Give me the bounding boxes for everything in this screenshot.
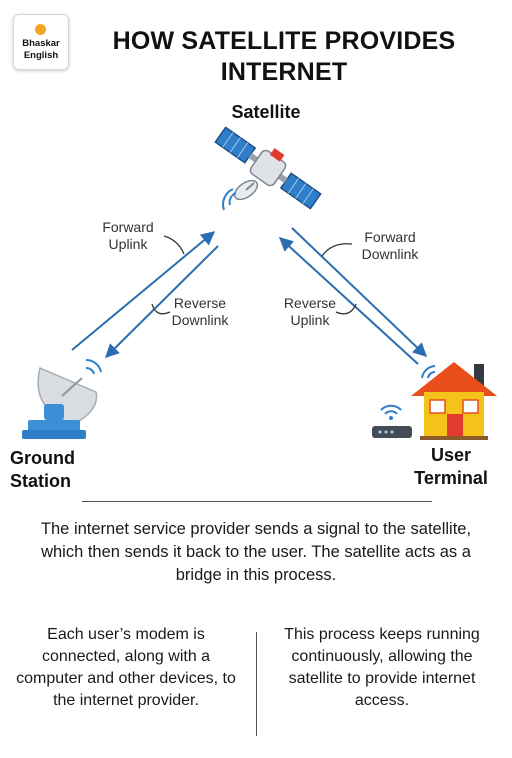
forward-uplink-callout [163,235,185,255]
diagram-illustration [22,126,497,440]
reverse-downlink-callout [151,303,171,315]
forward-downlink-arrow [291,227,428,357]
logo-text-line1: Bhaskar [22,38,60,49]
satellite-label: Satellite [231,102,301,122]
description-right: This process keeps running continuously,… [284,626,480,709]
reverse-uplink-callout [335,303,357,315]
forward-downlink-callout [321,243,353,257]
reverse-uplink-label: Reverse Uplink [283,295,337,328]
forward-uplink-label: Forward Uplink [102,219,154,252]
vertical-divider [256,632,257,736]
reverse-uplink-arrow [278,237,419,365]
forward-uplink-arrow [71,231,216,351]
house-icon [411,362,497,440]
reverse-downlink-label: Reverse Downlink [171,295,229,328]
satellite-icon [214,126,322,211]
forward-downlink-label: Forward Downlink [361,229,419,262]
reverse-downlink-arrow [105,245,219,358]
logo-text-line2: English [23,50,59,61]
description-main: The internet service provider sends a si… [40,520,472,584]
logo-dot [35,24,46,35]
brand-logo: Bhaskar English [13,14,69,70]
horizontal-divider [82,501,432,502]
user-terminal-label: User Terminal [414,445,488,488]
description-left: Each user’s modem is connected, along wi… [16,626,236,709]
ground-station-label: Ground Station [10,448,75,491]
router-icon [372,404,412,438]
ground-station-antenna-icon [22,358,102,439]
page-title: HOW SATELLITE PROVIDES INTERNET [112,27,456,86]
